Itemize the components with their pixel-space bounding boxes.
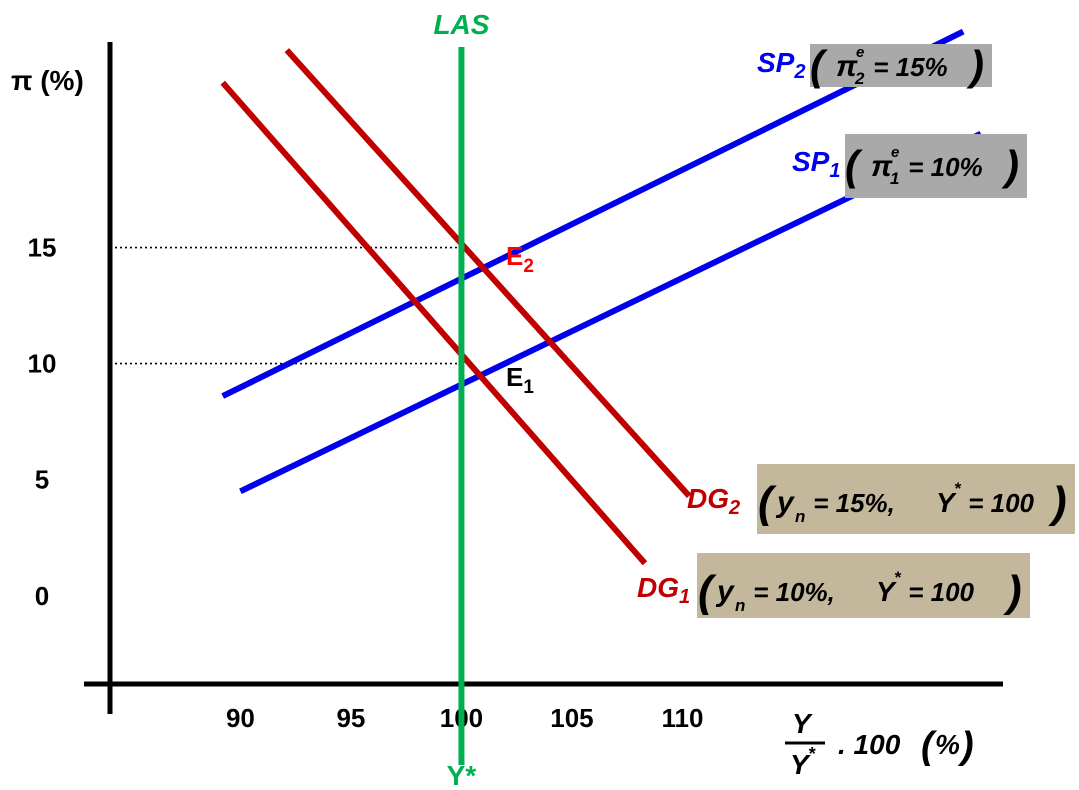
y-tick-label: 5: [35, 465, 49, 495]
sp1-label-box: [845, 134, 1027, 198]
dg2-label-Ysup: *: [954, 479, 962, 498]
sp2-label-sym: π: [836, 50, 858, 83]
x-axis-label-suffix: . 100: [838, 729, 901, 760]
x-tick-label: 95: [336, 703, 365, 733]
e2-label: E2: [506, 241, 534, 277]
sp2-label-open: (: [810, 42, 828, 89]
sp2-label-sup: e: [856, 44, 864, 61]
sp1-label-open: (: [845, 142, 863, 189]
x-tick-label: 90: [226, 703, 255, 733]
y-tick-label: 10: [28, 349, 57, 379]
sp2-label-ssub: 2: [854, 69, 865, 88]
dg1-label-y: y: [715, 575, 735, 608]
dg2-label-box: [757, 464, 1075, 534]
sp2-line: [221, 28, 965, 399]
sp2-label-box: [810, 44, 992, 87]
las-group: LAS Y*: [433, 9, 489, 790]
sp1-label-sup: e: [891, 144, 899, 161]
dg1-label-Ysup: *: [894, 568, 902, 587]
y-tick-label: 0: [35, 581, 49, 611]
sp2-label-close: ): [966, 42, 984, 89]
y-tick-label: 15: [28, 233, 57, 263]
dg2-label-eq2: = 100: [961, 488, 1035, 518]
dg1-label-close: ): [1003, 567, 1022, 616]
dg2-line: [284, 48, 692, 498]
dg1-label-Y: Y: [876, 576, 897, 607]
sp2-label-eq: = 15%: [866, 52, 948, 82]
sp1-label-ssub: 1: [890, 169, 899, 188]
las-label: LAS: [433, 9, 489, 40]
x-axis-label-denominator-sup: *: [808, 744, 816, 764]
dg1-label-open: (: [698, 567, 717, 616]
dg2-label-y: y: [775, 486, 795, 519]
sp1-label-eq: = 10%: [901, 152, 983, 182]
dg1-label-box: [697, 553, 1030, 618]
dg1-label: DG1: [637, 572, 690, 608]
x-axis-label-numerator: Y: [792, 708, 813, 739]
x-axis-label-close-paren: ): [957, 725, 974, 767]
sp2-label: SP2: [757, 47, 805, 83]
sp1-label-sym: π: [871, 150, 893, 183]
ystar-label: Y*: [447, 760, 477, 790]
e1-label: E1: [506, 362, 534, 398]
x-axis-label-unit: %: [935, 729, 960, 760]
x-tick-label: 110: [662, 703, 704, 733]
dg2-label-open: (: [758, 478, 777, 527]
dg2-label: DG2: [687, 483, 740, 519]
dg2-label-eq1: = 15%,: [806, 488, 902, 518]
axis-ticks: 9095100105110051015: [28, 233, 704, 733]
x-axis-label-denominator: Y: [790, 749, 811, 780]
dg2-label-close: ): [1048, 478, 1067, 527]
dg1-label-ysub: n: [735, 596, 745, 615]
dg2-label-Y: Y: [936, 487, 957, 518]
dg1-line: [220, 80, 648, 566]
dg1-label-eq1: = 10%,: [746, 577, 842, 607]
x-tick-label: 105: [550, 703, 593, 733]
dg2-label-ysub: n: [795, 507, 805, 526]
sp1-label-close: ): [1001, 142, 1019, 189]
y-axis-label: π (%): [11, 65, 84, 96]
dg1-label-eq2: = 100: [901, 577, 975, 607]
sp1-label: SP1: [792, 146, 840, 182]
